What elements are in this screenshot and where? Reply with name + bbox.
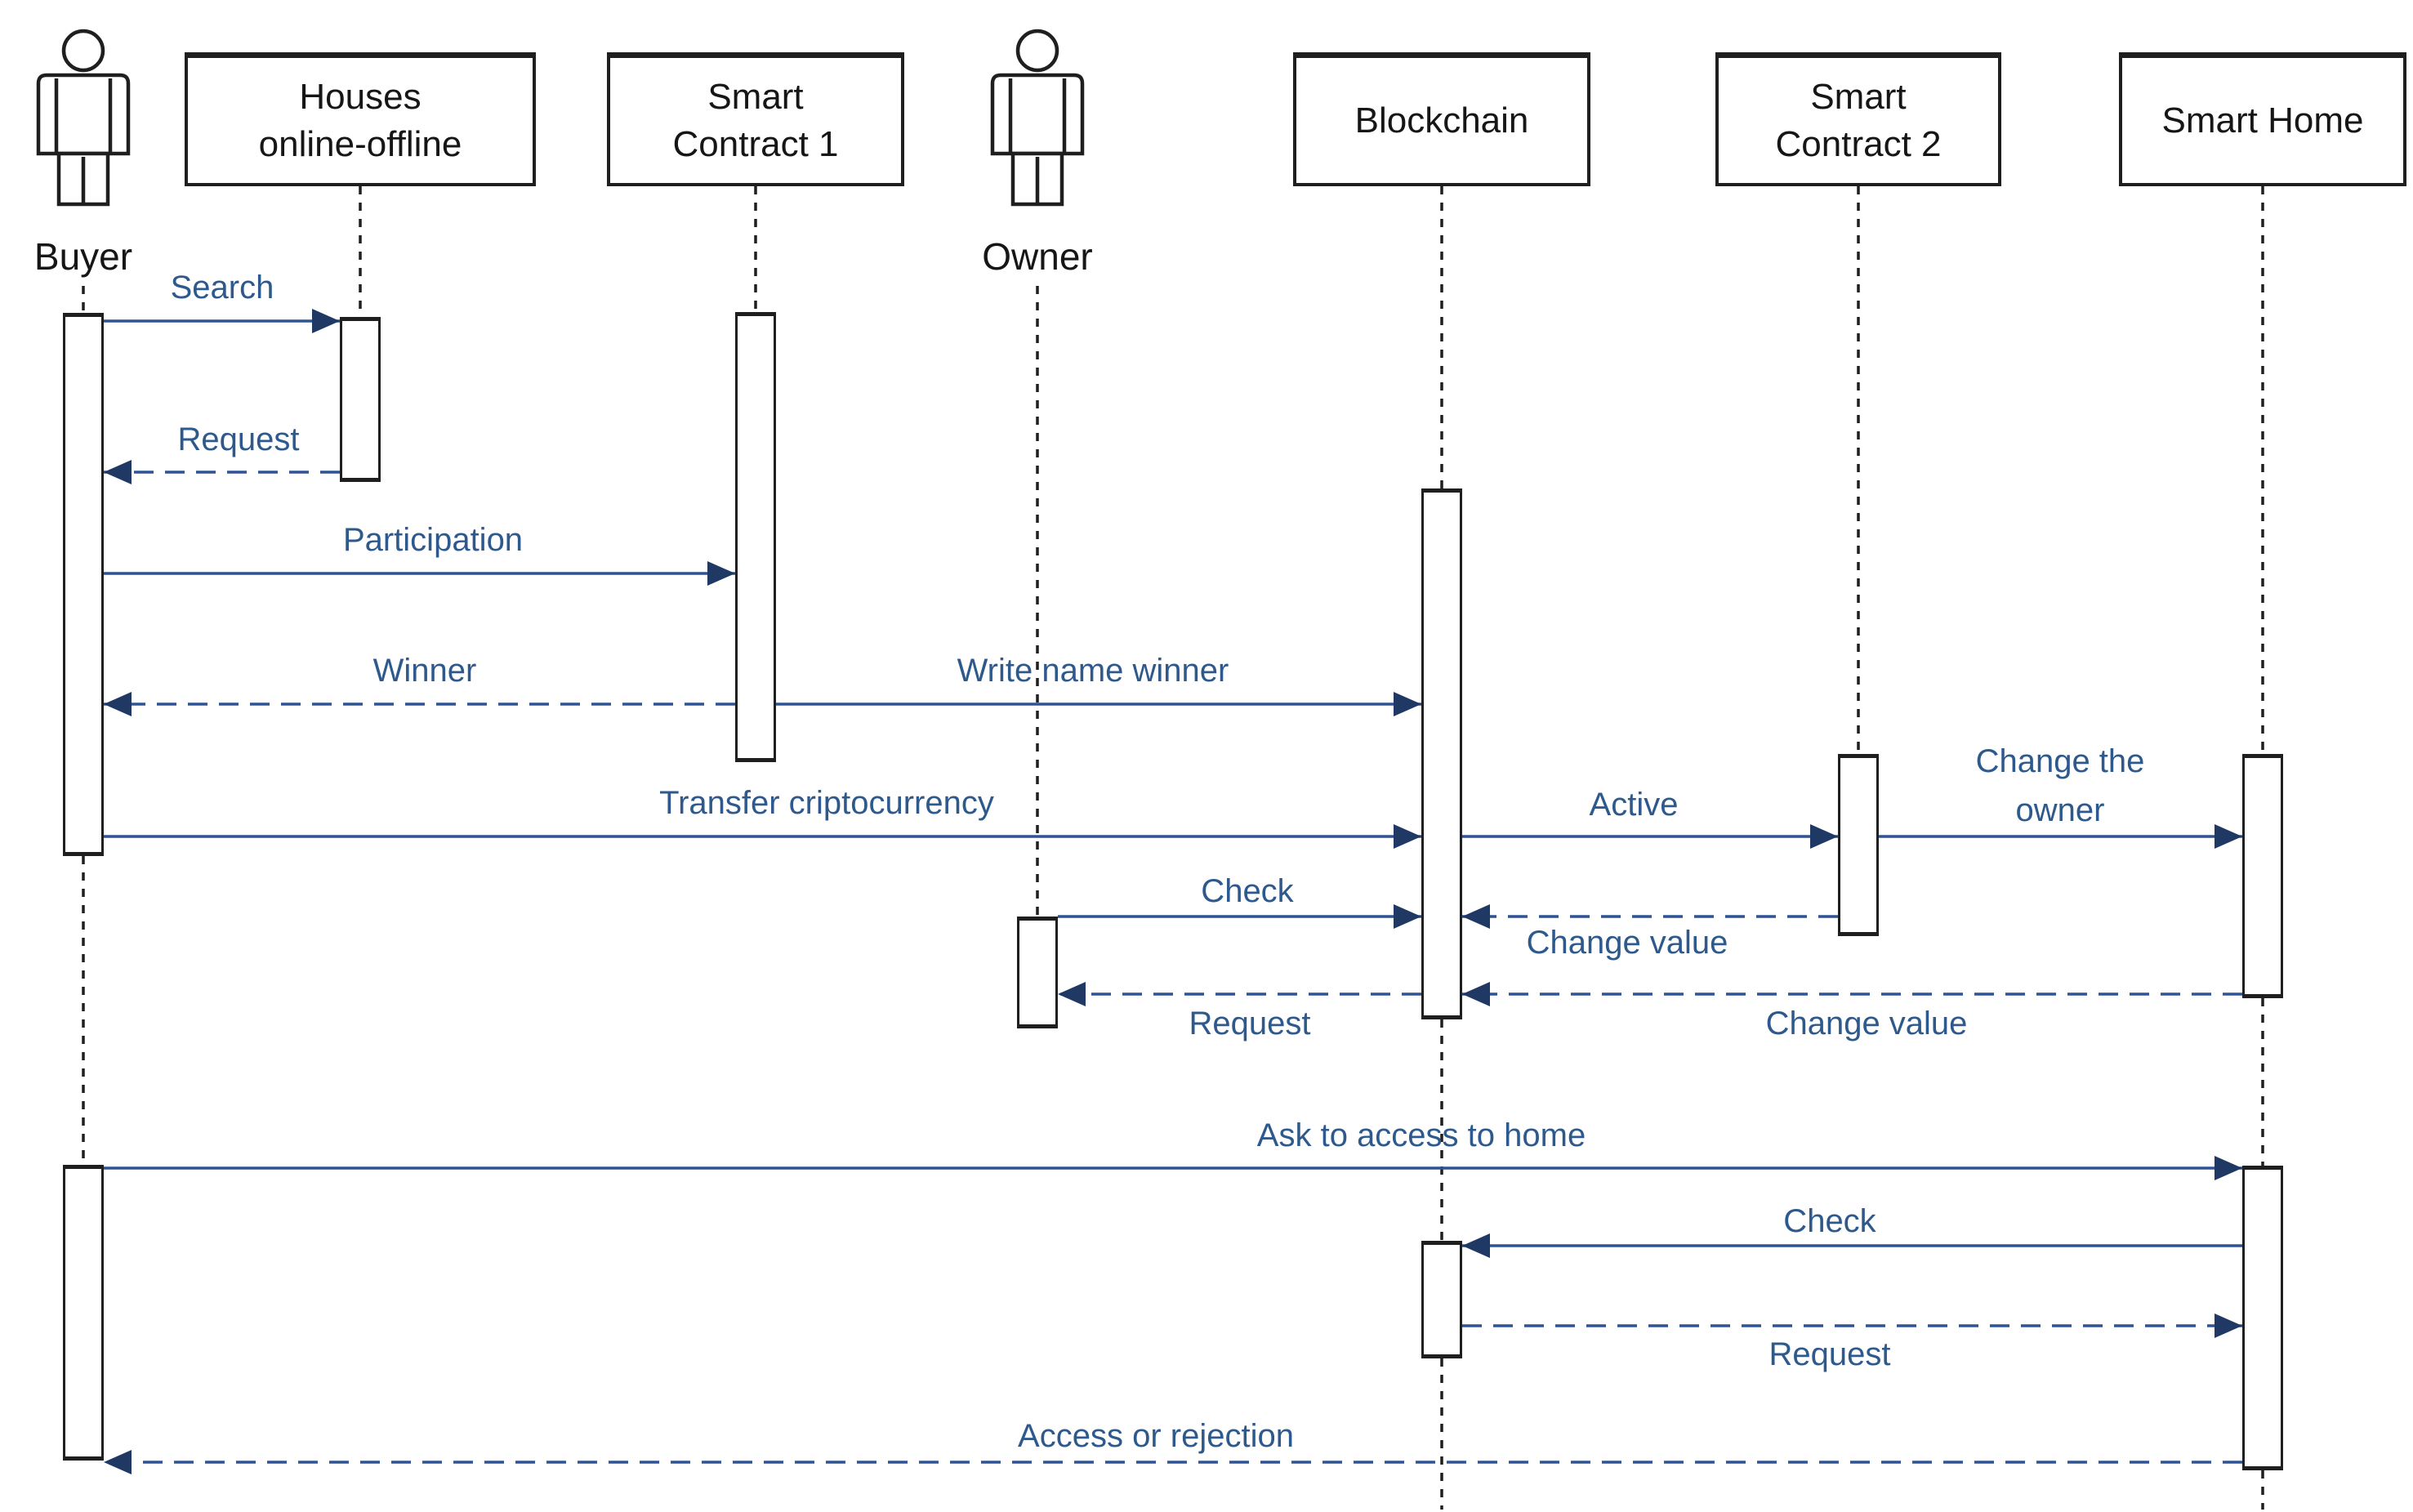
check-owner-arrowhead xyxy=(1394,904,1421,929)
write-name-winner-arrowhead xyxy=(1394,692,1421,716)
ask-to-access-arrowhead xyxy=(2215,1156,2242,1180)
ask-to-access-label-line: Ask to access to home xyxy=(1256,1117,1586,1153)
transfer-criptocurrency-arrowhead xyxy=(1394,824,1421,849)
winner-arrowhead xyxy=(104,692,132,716)
change-value-sc2-label-line: Change value xyxy=(1526,925,1728,961)
blockchain-box: Blockchain xyxy=(1293,52,1590,186)
check-smarthome-arrowhead xyxy=(1462,1233,1490,1258)
houses-online-offline-label-line: Houses xyxy=(299,77,421,118)
check-smarthome-label: Check xyxy=(1783,1197,1876,1246)
change-value-sc2-arrowhead xyxy=(1462,904,1490,929)
check-owner-label: Check xyxy=(1201,867,1293,916)
smart-home-label-line: Smart Home xyxy=(2161,100,2364,140)
request-houses-arrowhead xyxy=(104,460,132,484)
participation-arrowhead xyxy=(707,561,735,586)
request-smarthome-label: Request xyxy=(1769,1330,1891,1379)
active-label: Active xyxy=(1590,780,1679,829)
participation-label-line: Participation xyxy=(342,522,524,558)
request-houses-label-line: Request xyxy=(177,421,300,457)
transfer-criptocurrency-label-line: Transfer criptocurrency xyxy=(659,785,994,821)
access-or-rejection-arrowhead xyxy=(104,1450,132,1474)
blockchain-label-line: Blockchain xyxy=(1354,100,1529,140)
winner-label: Winner xyxy=(373,646,477,695)
buyer-activation-2 xyxy=(63,1165,104,1461)
owner-activation-1 xyxy=(1017,917,1058,1028)
access-or-rejection-label-line: Access or rejection xyxy=(1018,1418,1294,1454)
smart-contract-2-activation-1 xyxy=(1838,754,1879,936)
ask-to-access-label: Ask to access to home xyxy=(1257,1111,1586,1160)
change-the-owner-label-line: owner xyxy=(2015,792,2105,828)
smart-home-box: Smart Home xyxy=(2119,52,2406,186)
change-the-owner-arrowhead xyxy=(2215,824,2242,849)
change-value-sc2-label: Change value xyxy=(1527,918,1728,967)
smart-contract-1-label-line: Smart xyxy=(707,77,804,118)
change-value-smarthome-label-line: Change value xyxy=(1765,1006,1968,1041)
smart-contract-2-label-line: Contract 2 xyxy=(1775,123,1942,164)
participation-label: Participation xyxy=(343,515,523,564)
houses-online-offline-activation-1 xyxy=(340,317,381,482)
active-label-line: Active xyxy=(1589,787,1679,823)
blockchain-label: Blockchain xyxy=(1355,97,1529,144)
houses-online-offline-box: Houses online-offline xyxy=(185,52,536,186)
smart-contract-1-label-line: Contract 1 xyxy=(672,123,839,164)
check-smarthome-label-line: Check xyxy=(1783,1203,1876,1239)
owner-label: Owner xyxy=(982,235,1093,278)
search-arrowhead xyxy=(312,309,340,333)
smart-home-label: Smart Home xyxy=(2162,97,2364,144)
change-value-smarthome-arrowhead xyxy=(1462,982,1490,1006)
blockchain-activation-2 xyxy=(1421,1241,1462,1358)
search-label: Search xyxy=(171,263,274,312)
change-value-smarthome-label: Change value xyxy=(1766,999,1968,1048)
buyer-label: Buyer xyxy=(33,235,133,278)
winner-label-line: Winner xyxy=(372,653,477,689)
blockchain-activation-1 xyxy=(1421,488,1462,1019)
smart-home-activation-2 xyxy=(2242,1166,2283,1470)
request-owner-arrowhead xyxy=(1058,982,1086,1006)
buyer-activation-1 xyxy=(63,313,104,856)
change-the-owner-label-line: Change the xyxy=(1975,743,2145,779)
smart-home-activation-1 xyxy=(2242,754,2283,998)
request-smarthome-arrowhead xyxy=(2215,1314,2242,1338)
request-smarthome-label-line: Request xyxy=(1768,1336,1891,1372)
request-owner-label: Request xyxy=(1189,999,1311,1048)
smart-contract-1-activation-1 xyxy=(735,312,776,762)
change-the-owner-label: Change the owner xyxy=(1976,737,2145,835)
active-arrowhead xyxy=(1810,824,1838,849)
houses-online-offline-label: Houses online-offline xyxy=(259,74,462,167)
request-houses-label: Request xyxy=(178,415,300,464)
access-or-rejection-label: Access or rejection xyxy=(1018,1412,1294,1461)
buyer-actor-icon xyxy=(36,29,131,207)
request-owner-label-line: Request xyxy=(1189,1006,1311,1041)
transfer-criptocurrency-label: Transfer criptocurrency xyxy=(659,778,994,827)
owner-actor-icon xyxy=(990,29,1085,207)
write-name-winner-label: Write name winner xyxy=(957,646,1229,695)
write-name-winner-label-line: Write name winner xyxy=(957,653,1229,689)
smart-contract-2-label-line: Smart xyxy=(1810,77,1907,118)
check-owner-label-line: Check xyxy=(1201,873,1294,909)
search-label-line: Search xyxy=(170,270,274,306)
houses-online-offline-label-line: online-offline xyxy=(258,123,462,164)
